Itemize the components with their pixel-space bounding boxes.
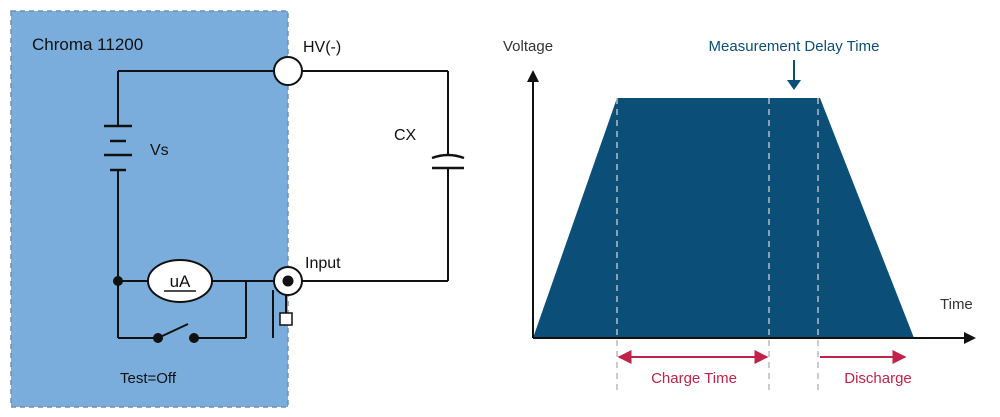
input-terminal-label: Input <box>305 255 341 272</box>
input-terminal-core <box>282 275 294 287</box>
delay-label: Measurement Delay Time <box>709 38 880 55</box>
y-axis-label: Voltage <box>503 38 553 55</box>
delay-arrow-head <box>787 80 801 90</box>
capacitor-symbol <box>431 153 465 170</box>
time-guides <box>616 98 819 395</box>
guard-terminal <box>279 312 293 326</box>
battery-symbol <box>104 124 132 172</box>
x-axis-label: Time <box>940 296 973 313</box>
charge-time-label: Charge Time <box>651 370 737 387</box>
meter-label: uA <box>170 272 191 291</box>
instrument-panel <box>10 10 289 408</box>
hv-terminal-label: HV(-) <box>303 39 341 56</box>
waveform-axes <box>532 80 966 339</box>
x-axis-arrow <box>964 332 976 344</box>
voltage-waveform <box>533 98 914 338</box>
hv-terminal <box>273 56 303 86</box>
y-axis-arrow <box>527 70 539 82</box>
discharge-label: Discharge <box>844 370 912 387</box>
capacitor-label: CX <box>394 127 417 144</box>
source-label: Vs <box>150 142 169 159</box>
junction-dot <box>113 276 123 286</box>
switch-state-label: Test=Off <box>120 370 177 387</box>
test-switch <box>153 323 199 343</box>
instrument-label: Chroma 11200 <box>32 35 143 54</box>
